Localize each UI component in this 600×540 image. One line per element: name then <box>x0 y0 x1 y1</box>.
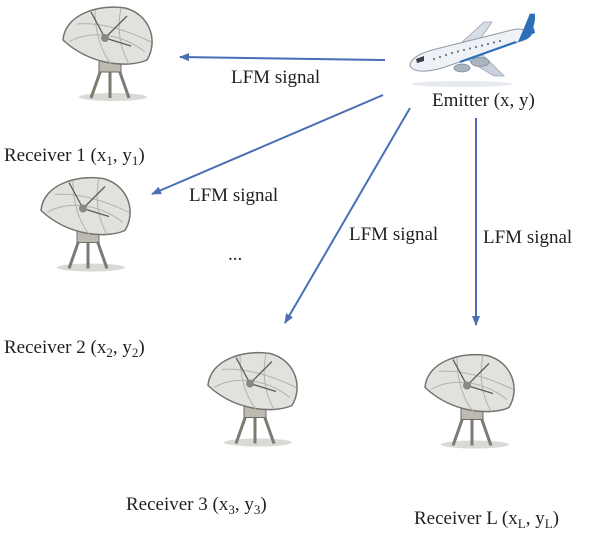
signal-arrow-to-receiver-3 <box>284 107 411 324</box>
link-label-receiver-3: LFM signal <box>349 224 439 245</box>
receiver-3-dish-icon <box>207 351 298 447</box>
receiver-1-label: Receiver 1 (x1, y1) <box>4 145 145 168</box>
receiver-l-dish-icon <box>424 353 515 449</box>
link-label-receiver-1: LFM signal <box>231 67 321 88</box>
airplane-icon <box>409 13 535 87</box>
link-label-receiver-2: LFM signal <box>189 185 279 206</box>
signal-arrow-to-receiver-1 <box>179 53 386 62</box>
receiver-l-label: Receiver L (xL, yL) <box>414 508 559 531</box>
receiver-2-dish-icon <box>40 176 131 272</box>
receiver-1-dish-icon <box>62 6 153 101</box>
receiver-3-label: Receiver 3 (x3, y3) <box>126 494 267 517</box>
ellipsis-more-receivers: ... <box>228 244 243 265</box>
receiver-2-label: Receiver 2 (x2, y2) <box>4 337 145 360</box>
link-label-receiver-l: LFM signal <box>483 227 573 248</box>
emitter-label: Emitter (x, y) <box>432 90 535 111</box>
signal-arrow-to-receiver-2 <box>151 94 384 195</box>
